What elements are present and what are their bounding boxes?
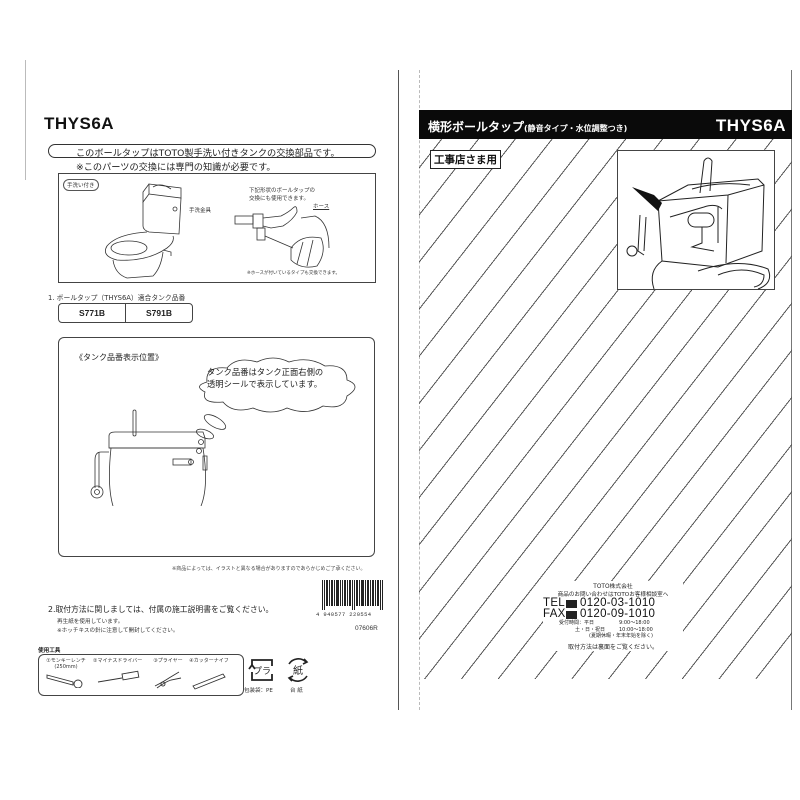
tools-heading: 使用工具: [38, 648, 61, 654]
toilet-illustration-icon: [104, 183, 182, 279]
free-dial-icon: [566, 610, 577, 619]
barcode-number: 4 940577 220554: [316, 611, 372, 618]
contact-info: TOTO株式会社 商品のお問い合わせはTOTOお客様相談室へ TEL 0120-…: [543, 581, 683, 651]
hand-wash-tag: 手洗い付き: [63, 179, 99, 191]
hours-weekday-label: 受付時間：平日: [559, 620, 595, 626]
compatible-models-table: S771B S791B: [58, 303, 193, 323]
plastic-recycle-icon: プラ: [248, 659, 273, 681]
product-code: 07606R: [355, 625, 378, 632]
cutter-knife-icon: [192, 673, 226, 690]
product-subtitle: (静音タイプ・水位調整つき): [524, 124, 628, 133]
speech-cloud-icon: [196, 357, 356, 440]
business-hours: 受付時間：平日 9:00～18:00 土・日・祝日 10:00～18:00 (夏期休…: [543, 620, 683, 640]
tool-monkey-wrench: ①モンキーレンチ (250mm): [45, 657, 87, 688]
inquiry-text: 商品のお問い合わせはTOTOお客様相談室へ: [557, 592, 669, 598]
fax-label: FAX: [543, 608, 566, 620]
page-divider: [398, 70, 399, 710]
tank-position-figure: 《タンク品番表示位置》 タンク品番はタンク正面右側の 透明シールで表示しています…: [58, 337, 375, 557]
cloud-text-line2: 透明シールで表示しています。: [207, 379, 323, 389]
tool-cutter-knife: ④カッターナイフ: [189, 657, 229, 690]
screwdriver-icon: [97, 670, 139, 683]
intro-text: このボールタップはTOTO製手洗い付きタンクの交換部品です。: [76, 148, 340, 159]
cloud-text: タンク品番はタンク正面右側の 透明シールで表示しています。: [207, 366, 323, 390]
product-photo: [617, 150, 775, 290]
company-name: TOTO株式会社: [593, 584, 633, 590]
hours-note: (夏期休暇・年末年始を除く): [589, 633, 653, 639]
toilet-figure: 手洗い付き 手洗金具 下記形状のボールタップの 交換にも使用できます。 ホース: [58, 173, 376, 283]
hours-weekday: 9:00～18:00: [619, 620, 650, 626]
product-title: 横形ボールタップ(静音タイプ・水位調整つき): [428, 118, 627, 135]
hose-label: ホース: [313, 204, 330, 210]
contractor-badge: 工事店さま用: [430, 150, 501, 169]
ball-tap-illustration-icon: [234, 206, 330, 268]
tool-flat-screwdriver: ②マイナスドライバー: [93, 657, 142, 690]
pliers-icon: [154, 671, 182, 689]
position-caption: 《タンク品番表示位置》: [75, 353, 163, 362]
expertise-note: ※このパーツの交換には専門の知識が必要です。: [76, 162, 276, 173]
faucet-label: 手洗金具: [189, 208, 212, 214]
free-dial-icon: [566, 599, 577, 608]
svg-text:紙: 紙: [293, 664, 303, 677]
model-title: THYS6A: [44, 114, 115, 133]
hours-weekend-label: 土・日・祝日: [575, 626, 606, 633]
packaging-material-label: 包装袋：PE: [244, 688, 273, 694]
alt-note-line1: 下記形状のボールタップの: [249, 188, 316, 194]
page-edge: [25, 60, 26, 180]
header-model: THYS6A: [715, 116, 786, 135]
tools-list: ①モンキーレンチ (250mm) ②マイナスドライバー ③プライヤー ④カッター…: [38, 654, 244, 696]
compat-heading: 1. ボールタップ（THYS6A）適合タンク品番: [48, 294, 186, 302]
hose-note: ※ホースが付いているタイプも交換できます。: [247, 271, 340, 276]
backing-paper-label: 台 紙: [290, 688, 303, 694]
tool-pliers: ③プライヤー: [153, 657, 183, 690]
illustration-disclaimer: ※商品によっては、イラストと異なる場合がありますのであらかじめご了承ください。: [172, 566, 366, 572]
tel-number[interactable]: 0120-03-1010: [580, 597, 656, 609]
header-bar: 横形ボールタップ(静音タイプ・水位調整つき) THYS6A: [419, 110, 792, 139]
back-page-note: 取付方法は裏面をご覧ください。: [567, 643, 658, 651]
svg-text:プラ: プラ: [253, 666, 271, 677]
model-cell: S771B: [79, 308, 105, 318]
tel-label: TEL: [543, 597, 565, 609]
install-instruction: 2.取付方法に関しましては、付属の施工説明書をご覧ください。: [48, 605, 274, 614]
fax-row: FAX 0120-09-1010: [543, 608, 683, 620]
staple-warning: ※ホッチキスの針に注意して開封してください。: [57, 628, 179, 634]
wrench-icon: [46, 674, 83, 688]
paper-recycle-icon: 紙: [287, 658, 309, 682]
fax-number[interactable]: 0120-09-1010: [580, 608, 656, 620]
cover-page: 横形ボールタップ(静音タイプ・水位調整つき) THYS6A 工事店さま用: [419, 110, 792, 710]
barcode-icon: [322, 580, 383, 610]
tank-ball-tap-illustration-icon: [626, 157, 771, 290]
recycled-paper-note: 再生紙を使用しています。: [57, 619, 124, 625]
product-name: 横形ボールタップ: [428, 120, 525, 134]
model-cell: S791B: [125, 304, 192, 322]
tank-illustration-icon: [90, 409, 208, 506]
alt-note-line2: 交換にも使用できます。: [249, 196, 309, 202]
cloud-text-line1: タンク品番はタンク正面右側の: [207, 367, 324, 377]
tel-row: TEL 0120-03-1010: [543, 597, 683, 609]
intro-frame: [48, 144, 376, 158]
hours-weekend: 10:00～18:00: [619, 626, 653, 633]
